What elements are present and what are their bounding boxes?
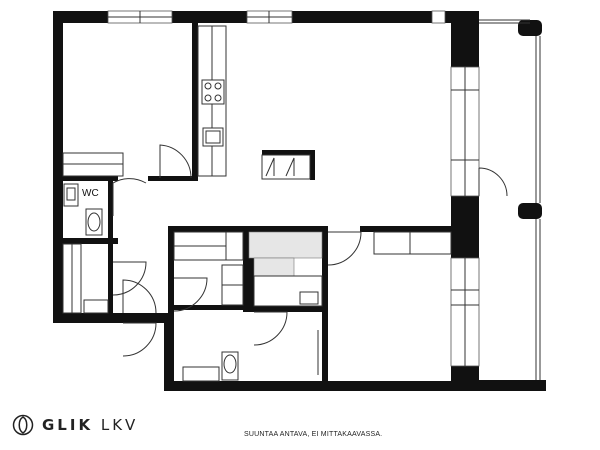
wc-fixtures — [63, 183, 103, 236]
brand-name: GLIK LKV — [42, 416, 138, 434]
balcony — [479, 19, 541, 380]
brand-name-bold: GLIK — [42, 416, 94, 434]
bathroom-fixtures — [182, 330, 319, 382]
brand-logo: GLIK LKV — [12, 414, 138, 436]
doors — [112, 144, 508, 357]
wardrobe-bedroom-1 — [62, 152, 124, 177]
glik-swirl-icon — [12, 414, 34, 436]
kitchen-island — [261, 154, 311, 180]
kitchen-counter — [197, 25, 227, 177]
hall-closets — [173, 231, 244, 306]
interior-walls — [63, 23, 451, 381]
disclaimer-note: SUUNTAA ANTAVA, EI MITTAKAAVASSA. — [244, 431, 383, 438]
windows-top — [107, 10, 446, 24]
brand-name-light: LKV — [100, 416, 139, 434]
windows-right — [450, 66, 480, 367]
wc-label: WC — [82, 188, 99, 199]
storage-left — [62, 243, 109, 314]
wardrobe-bedroom-2 — [373, 231, 452, 255]
sauna — [248, 231, 323, 307]
exterior-walls — [53, 11, 546, 391]
